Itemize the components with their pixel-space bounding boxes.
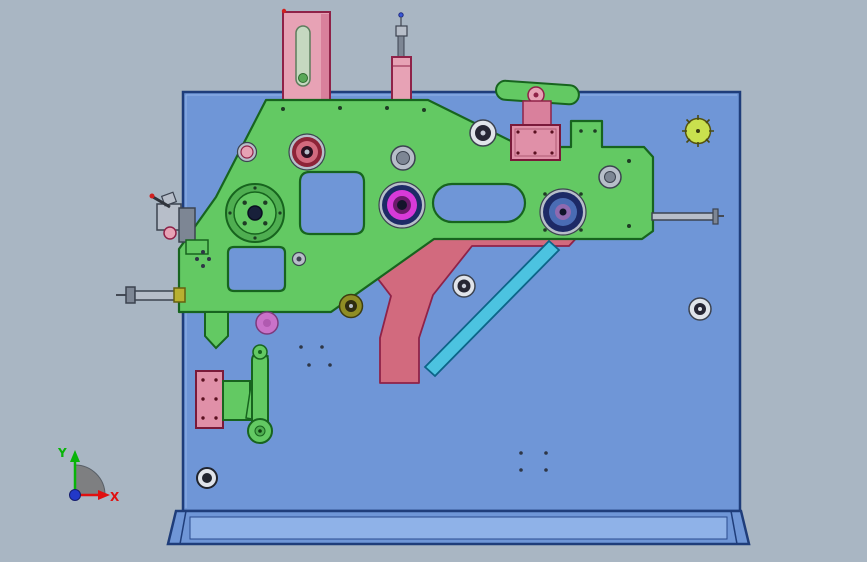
- slot-pin: [298, 73, 308, 83]
- plunger-tip: [398, 12, 404, 18]
- red-bearing[interactable]: [288, 133, 326, 171]
- y-axis-arrowhead: [70, 450, 80, 462]
- olive-roller-pin: [349, 304, 353, 308]
- pink-bushing-small[interactable]: [236, 141, 258, 163]
- bracket-knob-pin: [258, 429, 262, 433]
- flange-bearing[interactable]: [225, 183, 285, 243]
- bolt-holes-blue: [299, 345, 548, 472]
- base-bar-seam-right: [730, 510, 738, 545]
- roller-top-pin: [480, 130, 486, 136]
- flange-bore: [247, 205, 263, 221]
- violet-disc[interactable]: [255, 311, 279, 335]
- navy-bearing[interactable]: [539, 188, 587, 236]
- small-pin[interactable]: [291, 251, 307, 267]
- plunger-body[interactable]: [391, 56, 412, 102]
- clamp-handle-assembly[interactable]: [495, 79, 580, 161]
- bolt-holes-green: [281, 106, 631, 228]
- x-axis-label: X: [110, 490, 120, 504]
- magenta-bearing-bore: [397, 200, 407, 210]
- red-bearing-shaft: [304, 149, 310, 155]
- base-bar-inset: [189, 516, 728, 540]
- roller-center-lower[interactable]: [452, 274, 476, 298]
- sensor-cap: [160, 191, 178, 207]
- bracket-green-block[interactable]: [222, 380, 251, 421]
- rod-nut: [173, 287, 186, 303]
- right-adjust-rod[interactable]: [651, 208, 724, 225]
- tab-roller-bore: [604, 171, 616, 183]
- bushing-core[interactable]: [240, 145, 254, 159]
- sensor-roller[interactable]: [163, 226, 177, 240]
- rod-head[interactable]: [125, 286, 136, 304]
- base-bar-seam-left: [179, 510, 187, 545]
- small-pin-center: [296, 256, 302, 262]
- sensor-tip: [149, 193, 155, 199]
- violet-disc-center: [263, 319, 271, 327]
- adjust-knob-ticks: [682, 115, 714, 147]
- olive-roller[interactable]: [338, 293, 364, 319]
- bracket-pink-plate[interactable]: [195, 370, 224, 429]
- gray-cylinder[interactable]: [390, 145, 416, 171]
- adjust-knob[interactable]: [682, 115, 714, 147]
- plunger-screw[interactable]: [391, 12, 412, 102]
- link-bar-body[interactable]: [423, 239, 561, 378]
- roller-right-tab[interactable]: [598, 165, 622, 189]
- left-adjust-rod[interactable]: [116, 286, 186, 304]
- clamp-column: [522, 100, 552, 126]
- sensor-lever: [152, 195, 171, 209]
- cylinder-bore: [396, 151, 410, 165]
- pink-lever-arm[interactable]: [361, 230, 584, 384]
- roller-bl-core: [202, 473, 212, 483]
- clamp-base-plate[interactable]: [510, 124, 561, 161]
- tower-shade: [321, 14, 329, 99]
- roller-rl-pin: [698, 307, 702, 311]
- x-axis-arrowhead: [98, 490, 110, 500]
- bracket-arm-pivot-pin: [258, 350, 262, 354]
- bottom-bracket-assembly[interactable]: [195, 344, 273, 444]
- tower-slot: [295, 25, 311, 87]
- right-rod-shaft[interactable]: [651, 212, 717, 221]
- y-axis-label: Y: [57, 446, 67, 460]
- navy-bearing-bore: [559, 208, 567, 216]
- machine-base-plate[interactable]: [166, 509, 751, 546]
- left-sensor-bracket[interactable]: [149, 191, 212, 268]
- lever-arm-body[interactable]: [361, 230, 584, 384]
- clamp-knob-pin: [533, 92, 539, 98]
- plunger-cap: [395, 25, 408, 37]
- plunger-stem: [397, 35, 405, 59]
- magenta-bearing[interactable]: [378, 181, 426, 229]
- axis-origin-sphere: [69, 489, 81, 501]
- clamp-base-inner: [514, 128, 557, 157]
- top-slide-tower[interactable]: [281, 8, 331, 102]
- sensor-block: [178, 207, 196, 243]
- roller-right-lower[interactable]: [688, 297, 712, 321]
- roller-top[interactable]: [469, 119, 497, 147]
- roller-bottom-left[interactable]: [196, 467, 218, 489]
- axis-triad: Y X: [57, 446, 120, 504]
- roller-cl-pin: [461, 283, 467, 289]
- right-rod-collar: [712, 208, 719, 225]
- tower-mark: [281, 8, 287, 14]
- adjust-knob-center: [696, 129, 700, 133]
- carrier-foot[interactable]: [204, 311, 229, 350]
- axis-fan: [74, 464, 106, 496]
- cyan-link-bar[interactable]: [423, 239, 561, 378]
